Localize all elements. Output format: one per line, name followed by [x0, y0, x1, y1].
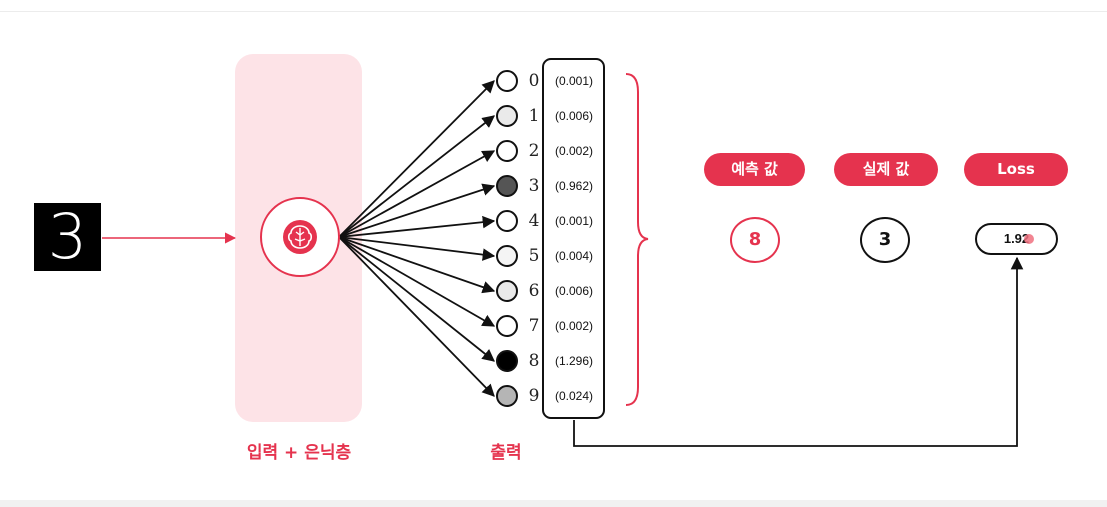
output-probability: (0.006) — [554, 284, 594, 298]
connection-line — [338, 236, 495, 397]
output-probability: (0.962) — [554, 179, 594, 193]
top-divider — [0, 11, 1107, 12]
output-digit-label: 5 — [528, 246, 540, 266]
output-connections — [338, 80, 496, 397]
hidden-layer-caption: 입력 + 은닉층 — [246, 443, 352, 463]
connection-line — [338, 183, 496, 238]
predicted-value-label: 예측 값 — [704, 153, 805, 186]
connection-line — [338, 215, 496, 238]
output-probability: (0.004) — [554, 249, 594, 263]
loss-label: Loss — [964, 153, 1068, 186]
output-probability: (0.001) — [554, 214, 594, 228]
actual-value: 3 — [860, 217, 910, 263]
output-node — [496, 245, 518, 267]
output-node — [496, 70, 518, 92]
output-digit-label: 4 — [528, 211, 540, 231]
connection-line — [338, 115, 495, 238]
loss-value: 1.92 — [975, 223, 1058, 255]
output-digit-label: 0 — [528, 71, 540, 91]
output-digit-label: 6 — [528, 281, 540, 301]
connection-line — [338, 236, 496, 261]
brain-icon — [283, 220, 317, 254]
output-digit-label: 1 — [528, 106, 540, 126]
output-node — [496, 280, 518, 302]
output-caption: 출력 — [490, 443, 522, 463]
output-node — [496, 175, 518, 197]
output-node — [496, 105, 518, 127]
input-digit-image: 3 — [34, 203, 101, 271]
output-node — [496, 140, 518, 162]
output-digit-label: 2 — [528, 141, 540, 161]
loss-connector — [573, 256, 1024, 447]
connection-line — [338, 236, 496, 327]
output-brace — [625, 73, 649, 406]
connection-line — [338, 236, 496, 294]
output-node — [496, 350, 518, 372]
bottom-bar — [0, 500, 1107, 507]
connection-line — [338, 150, 496, 238]
output-probability: (0.024) — [554, 389, 594, 403]
actual-value-label: 실제 값 — [834, 153, 938, 186]
output-node — [496, 210, 518, 232]
output-digit-label: 7 — [528, 316, 540, 336]
probability-box — [542, 58, 605, 419]
hidden-node — [260, 197, 340, 277]
output-digit-label: 9 — [528, 386, 540, 406]
pointer-cursor — [1024, 234, 1034, 244]
output-probability: (1.296) — [554, 354, 594, 368]
output-probability: (0.001) — [554, 74, 594, 88]
output-probability: (0.002) — [554, 144, 594, 158]
output-node — [496, 315, 518, 337]
output-probability: (0.002) — [554, 319, 594, 333]
output-digit-label: 8 — [528, 351, 540, 371]
predicted-value: 8 — [730, 217, 780, 263]
output-digit-label: 3 — [528, 176, 540, 196]
connection-line — [338, 80, 495, 238]
output-probability: (0.006) — [554, 109, 594, 123]
output-node — [496, 385, 518, 407]
connection-line — [338, 236, 495, 362]
